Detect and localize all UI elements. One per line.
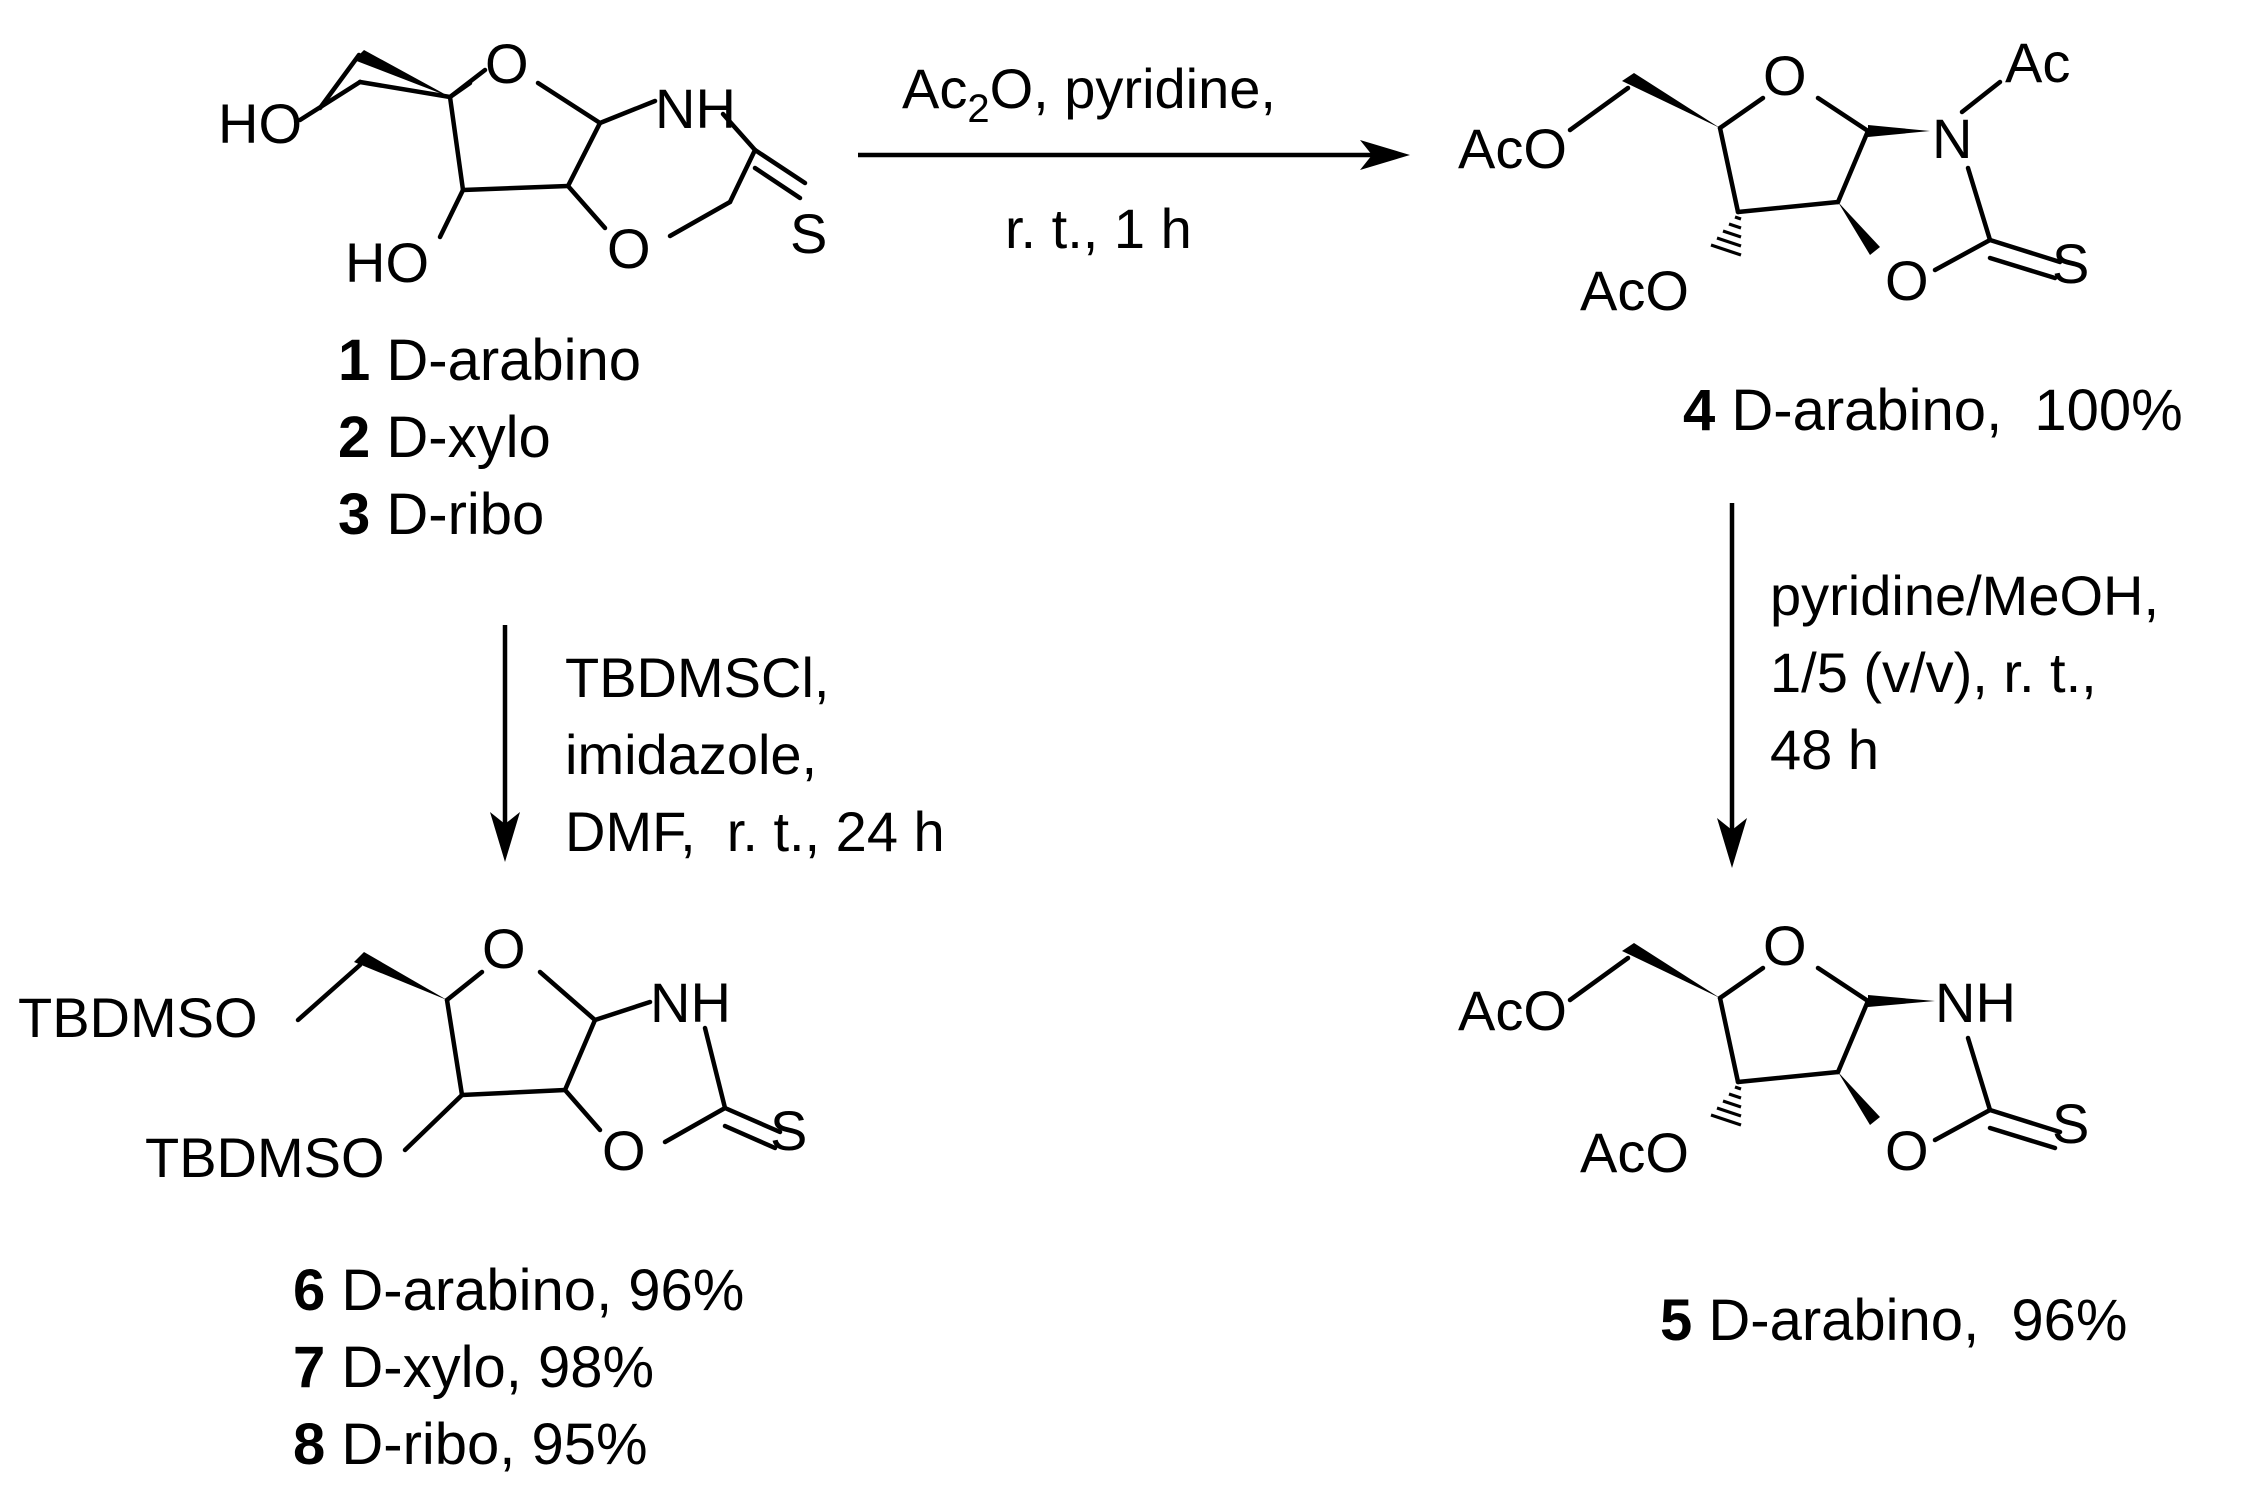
deacetylation-line-3: 48 h: [1770, 718, 1879, 781]
hashed-bond: [1710, 215, 1742, 257]
compound-number: 2: [338, 405, 370, 470]
compound-6-otbdms-5: TBDMSO: [18, 986, 258, 1049]
hashed-bond: [1710, 1085, 1742, 1127]
compound-4-n-acetyl: Ac: [2005, 31, 2070, 94]
compound-name: D-ribo, 95%: [325, 1412, 647, 1477]
compound-1-ho-3: HO: [345, 231, 429, 294]
compound-5-oxazoline-oxygen: O: [1885, 1119, 1929, 1182]
silylation-line-1: TBDMSCl,: [565, 646, 829, 709]
svg-text:Ac2O, pyridine,: Ac2O, pyridine,: [902, 57, 1276, 131]
compound-1-nh: NH: [655, 77, 736, 140]
compound-6-7-8-caption: 6 D-arabino, 96% 7 D-xylo, 98% 8 D-ribo,…: [293, 1258, 744, 1477]
deacetylation-arrow: [1717, 503, 1747, 868]
compound-name: D-arabino, 96%: [1692, 1288, 2127, 1353]
acetylation-time: r. t., 1 h: [1005, 197, 1192, 260]
compound-4-sulfur: S: [2052, 232, 2089, 295]
compound-number: 3: [338, 482, 370, 547]
svg-text:7 D-xylo, 98%: 7 D-xylo, 98%: [293, 1335, 654, 1400]
svg-text:2 D-xylo: 2 D-xylo: [338, 405, 551, 470]
deacetylation-conditions: pyridine/MeOH, 1/5 (v/v), r. t., 48 h: [1770, 564, 2159, 781]
compound-5-ring-oxygen: O: [1763, 914, 1807, 977]
compound-6-sulfur: S: [770, 1099, 807, 1162]
svg-text:4 D-arabino, 100%: 4 D-arabino, 100%: [1683, 378, 2183, 443]
compound-number: 8: [293, 1412, 325, 1477]
compound-5-structure: AcO AcO O NH O S: [1458, 914, 2089, 1184]
compound-4-aco-5: AcO: [1458, 117, 1567, 180]
compound-number: 5: [1660, 1288, 1692, 1353]
compound-5-caption: 5 D-arabino, 96%: [1660, 1288, 2128, 1353]
compound-name: D-arabino, 100%: [1715, 378, 2182, 443]
acetylation-arrow: [858, 140, 1410, 170]
reagent-rest: O, pyridine,: [990, 57, 1276, 120]
svg-text:6 D-arabino, 96%: 6 D-arabino, 96%: [293, 1258, 744, 1323]
silylation-line-3: DMF, r. t., 24 h: [565, 800, 945, 863]
compound-number: 1: [338, 328, 370, 393]
compound-1-2-3-structure: HO HO O NH O S: [218, 32, 827, 294]
reagent-subscript: 2: [967, 87, 989, 131]
compound-5-aco-3: AcO: [1580, 1121, 1689, 1184]
compound-5-nh: NH: [1935, 971, 2016, 1034]
compound-number: 7: [293, 1335, 325, 1400]
compound-name: D-xylo, 98%: [325, 1335, 654, 1400]
compound-number: 6: [293, 1258, 325, 1323]
compound-4-caption: 4 D-arabino, 100%: [1683, 378, 2183, 443]
compound-4-aco-3: AcO: [1580, 259, 1689, 322]
compound-name: D-xylo: [370, 405, 550, 470]
compound-name: D-arabino: [370, 328, 641, 393]
silylation-conditions: TBDMSCl, imidazole, DMF, r. t., 24 h: [565, 646, 945, 863]
compound-number: 4: [1683, 378, 1715, 443]
compound-6-7-8-structure: TBDMSO TBDMSO O NH O S: [18, 917, 807, 1189]
compound-1-ho-5: HO: [218, 92, 302, 155]
compound-1-oxazoline-oxygen: O: [607, 217, 651, 280]
silylation-arrow: [490, 625, 520, 862]
compound-6-otbdms-3: TBDMSO: [145, 1126, 385, 1189]
compound-5-sulfur: S: [2052, 1092, 2089, 1155]
compound-name: D-ribo: [370, 482, 544, 547]
compound-name: D-arabino, 96%: [325, 1258, 744, 1323]
silylation-line-2: imidazole,: [565, 723, 817, 786]
compound-1-2-3-caption: 1 D-arabino 2 D-xylo 3 D-ribo: [338, 328, 641, 547]
svg-text:1 D-arabino: 1 D-arabino: [338, 328, 641, 393]
svg-text:8 D-ribo, 95%: 8 D-ribo, 95%: [293, 1412, 648, 1477]
compound-6-nh: NH: [650, 971, 731, 1034]
compound-1-sulfur: S: [790, 202, 827, 265]
deacetylation-line-1: pyridine/MeOH,: [1770, 564, 2159, 627]
compound-4-nitrogen: N: [1932, 107, 1972, 170]
compound-4-structure: AcO AcO O N Ac O S: [1458, 31, 2089, 322]
reagent-ac: Ac: [902, 57, 967, 120]
compound-1-ring-oxygen: O: [485, 32, 529, 95]
compound-6-ring-oxygen: O: [482, 917, 526, 980]
svg-text:3 D-ribo: 3 D-ribo: [338, 482, 544, 547]
compound-4-ring-oxygen: O: [1763, 44, 1807, 107]
compound-4-oxazoline-oxygen: O: [1885, 249, 1929, 312]
compound-5-aco-5: AcO: [1458, 979, 1567, 1042]
compound-6-oxazoline-oxygen: O: [602, 1119, 646, 1182]
acetylation-conditions: Ac2O, pyridine, r. t., 1 h: [902, 57, 1276, 260]
svg-text:5 D-arabino, 96%: 5 D-arabino, 96%: [1660, 1288, 2128, 1353]
deacetylation-line-2: 1/5 (v/v), r. t.,: [1770, 641, 2097, 704]
